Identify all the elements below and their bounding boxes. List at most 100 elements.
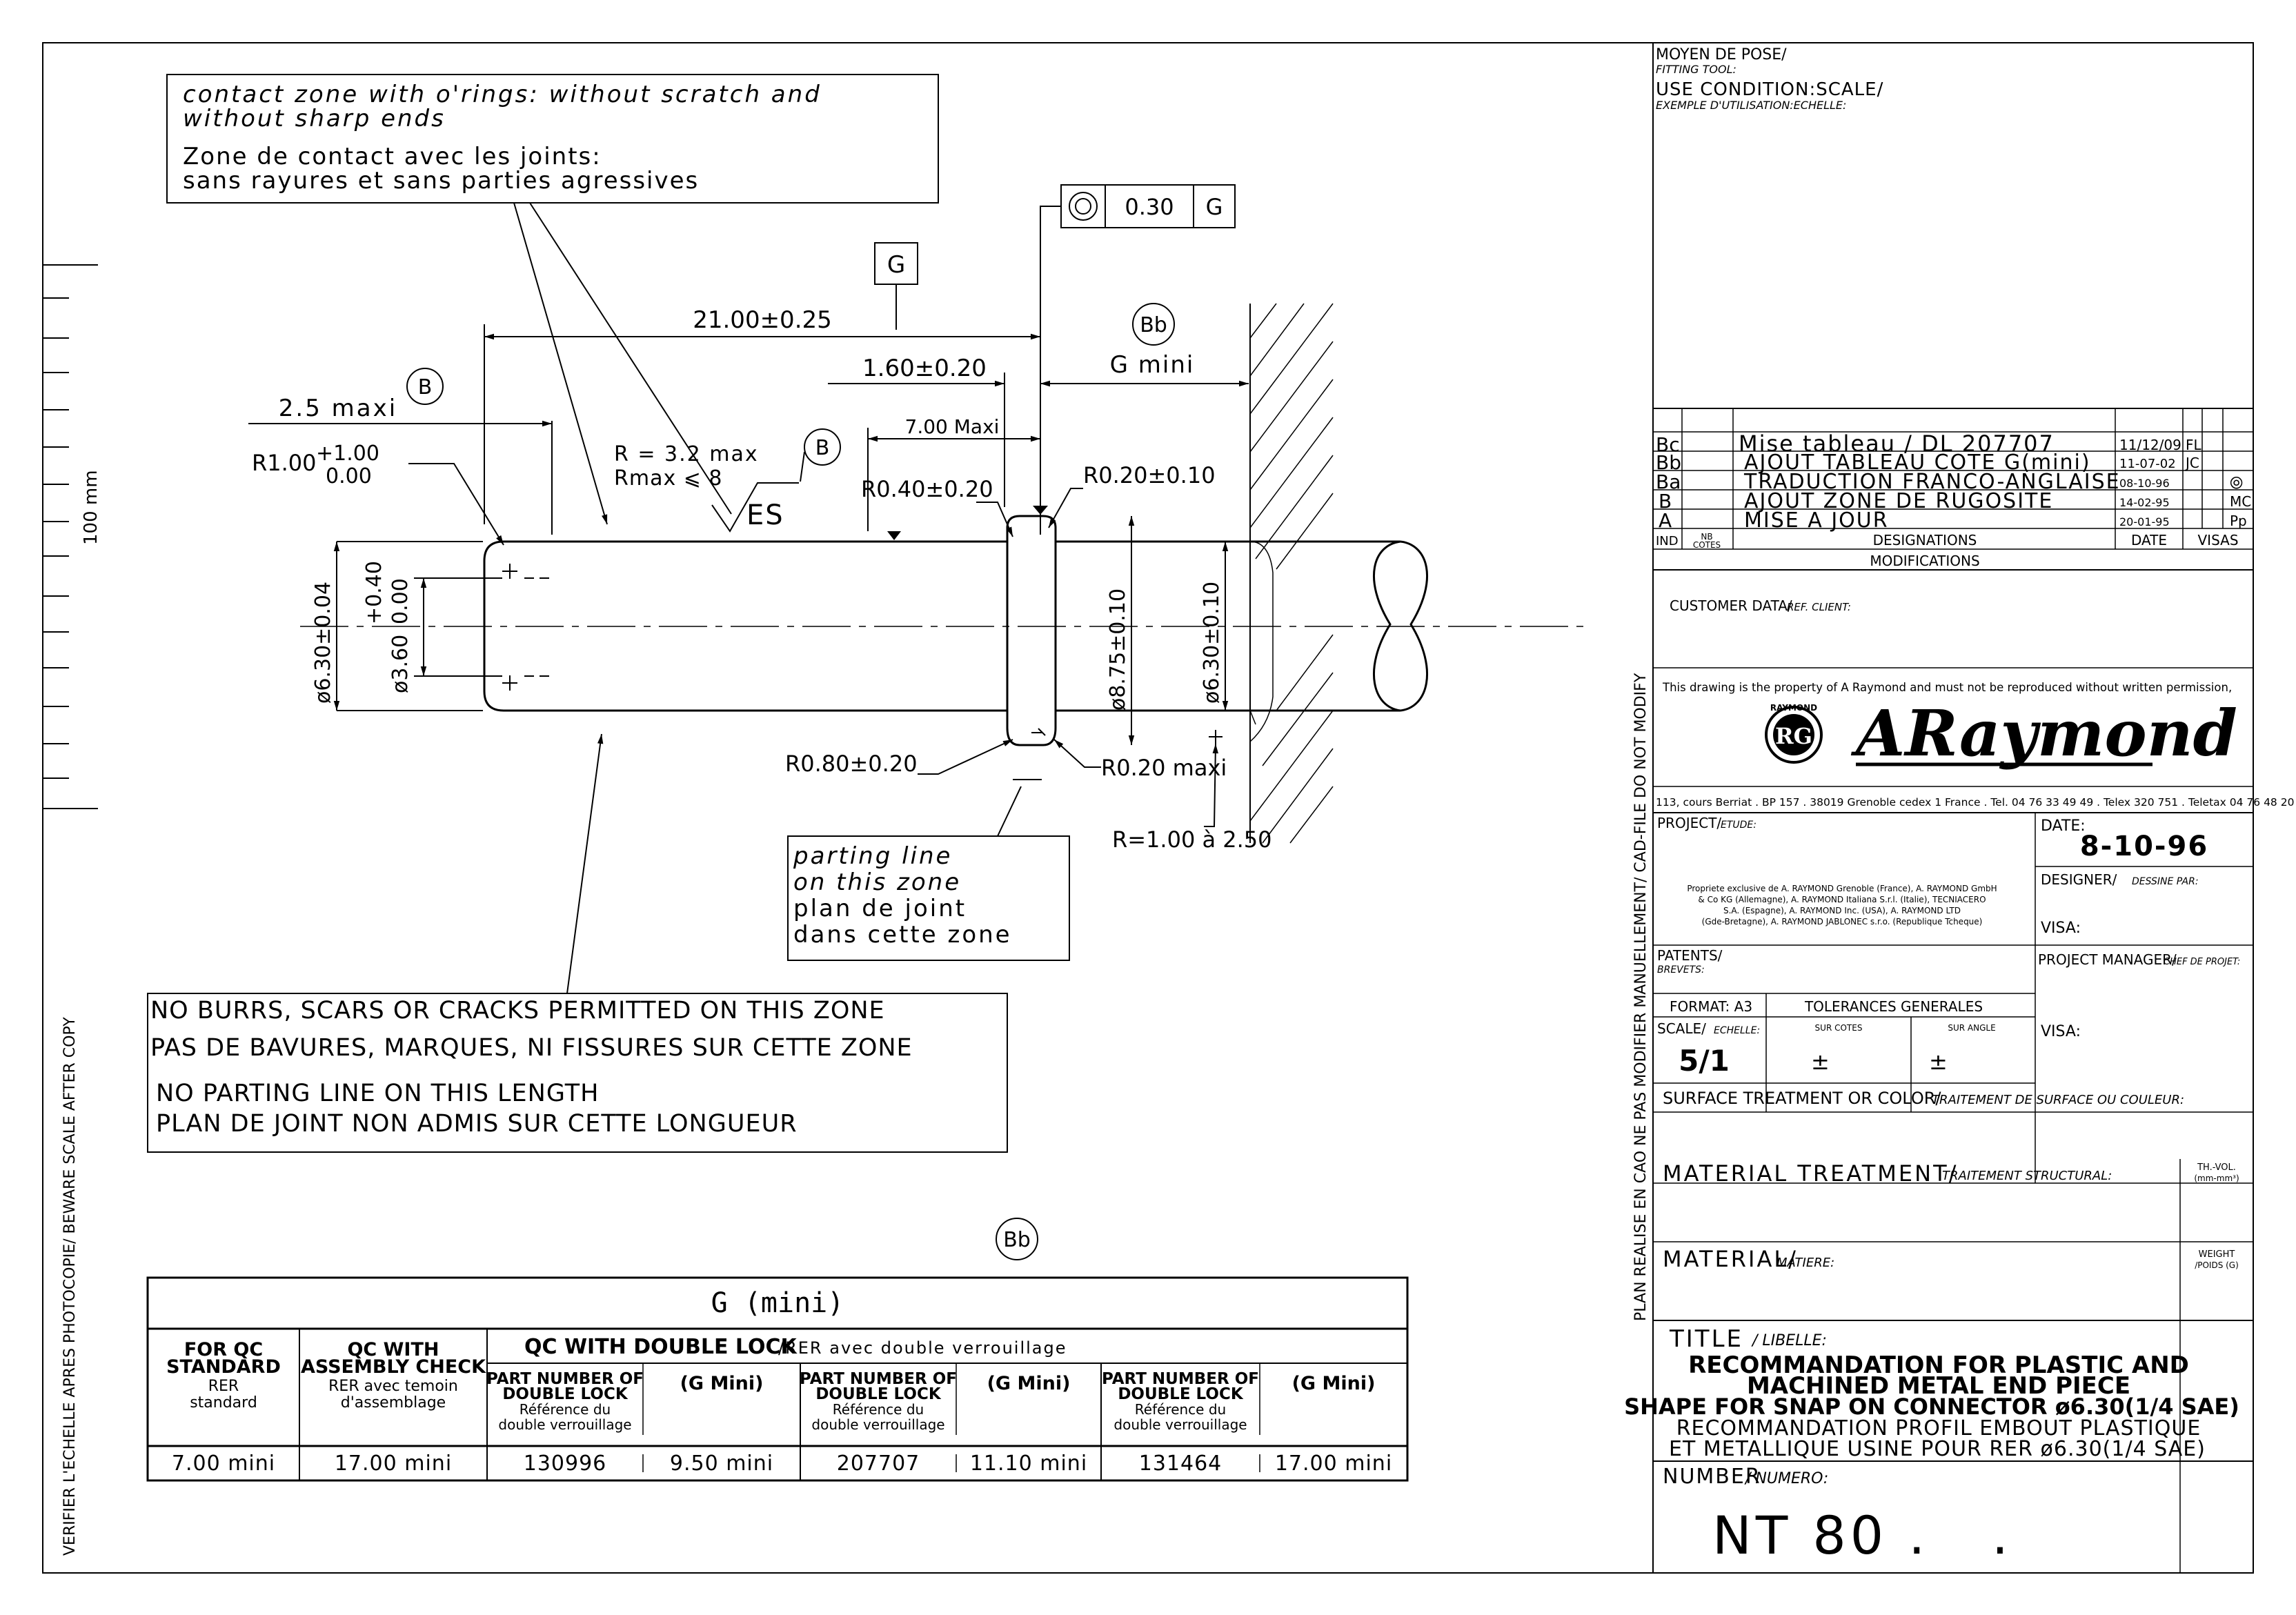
noparting-note-en: NO PARTING LINE ON THIS LENGTH bbox=[156, 1080, 599, 1107]
col-double-lock-sub: /RER avec double verrouillage bbox=[778, 1338, 1067, 1358]
g-mini-table: G (mini) FOR QC STANDARD RER standard QC… bbox=[146, 1276, 1409, 1482]
dim-d360: ø3.60 bbox=[388, 635, 413, 693]
roughness-es: ES bbox=[746, 499, 784, 531]
dim-groove-position: 1.60±0.20 bbox=[862, 355, 987, 382]
rev-visa: FL bbox=[2186, 437, 2202, 453]
burrs-note: NO BURRS, SCARS OR CRACKS PERMITTED ON T… bbox=[147, 993, 1008, 1153]
dim-r080: R0.80±0.20 bbox=[785, 751, 918, 777]
pn-head-1d: double verrouillage bbox=[498, 1416, 631, 1433]
rev-visa: JC bbox=[2184, 455, 2199, 471]
rev-head-visas: VISAS bbox=[2197, 532, 2238, 548]
dim-r100-250: R=1.00 à 2.50 bbox=[1112, 826, 1272, 853]
cad-file-note: PLAN REALISE EN CAO NE PAS MODIFIER MANU… bbox=[1632, 673, 1650, 1321]
rev-date: 11/12/09 bbox=[2119, 437, 2181, 453]
surface-treatment-label: SURFACE TREATMENT OR COLOR/ bbox=[1663, 1089, 1941, 1108]
table-cell: 131464 bbox=[1139, 1451, 1223, 1476]
contact-zone-note: contact zone with o'rings: without scrat… bbox=[166, 74, 939, 204]
parting-line-note: parting line on this zone plan de joint … bbox=[787, 835, 1070, 961]
rev-desc: AJOUT TABLEAU COTE G(mini) bbox=[1744, 450, 2091, 475]
date-value: 8-10-96 bbox=[2080, 831, 2208, 862]
col-assembly-1: QC WITH bbox=[347, 1339, 439, 1360]
exclusive-property-2: & Co KG (Allemagne), A. RAYMOND Italiana… bbox=[1698, 895, 1986, 904]
rev-ind: Bc bbox=[1656, 433, 1680, 456]
title-line-4: RECOMMANDATION PROFIL EMBOUT PLASTIQUE bbox=[1676, 1416, 2201, 1440]
wall-hatching bbox=[1249, 303, 1334, 844]
number-label: NUMBER bbox=[1663, 1465, 1761, 1489]
table-cell: 17.00 mini bbox=[1275, 1451, 1392, 1476]
datum-g-label: G bbox=[887, 251, 905, 279]
araymond-wordmark: ARaymond bbox=[1850, 696, 2237, 771]
pn-head-3a: PART NUMBER OF bbox=[1102, 1370, 1259, 1388]
scale-label-fr: ECHELLE: bbox=[1714, 1025, 1760, 1036]
gmini-head-1: (G Mini) bbox=[680, 1373, 764, 1394]
dim-r040: R0.40±0.20 bbox=[861, 476, 993, 502]
scale-label-tb: SCALE/ bbox=[1657, 1020, 1706, 1037]
table-cell: 9.50 mini bbox=[670, 1451, 773, 1476]
tolerances-label: TOLERANCES GENERALES bbox=[1804, 998, 1983, 1015]
pn-head-1a: PART NUMBER OF bbox=[486, 1370, 644, 1388]
scale-value: 5/1 bbox=[1679, 1044, 1730, 1078]
col-assembly-4: d'assemblage bbox=[341, 1394, 446, 1411]
pn-head-1c: Référence du bbox=[519, 1401, 611, 1418]
exclusive-property-3: S.A. (Espagne), A. RAYMOND Inc. (USA), A… bbox=[1723, 906, 1961, 915]
rev-ind: Bb bbox=[1656, 451, 1681, 474]
pn-head-3d: double verrouillage bbox=[1114, 1416, 1247, 1433]
parting-note-2: on this zone bbox=[793, 869, 961, 896]
g-table-title: G (mini) bbox=[711, 1287, 844, 1319]
dim-r100-tol-down: 0.00 bbox=[326, 464, 372, 488]
rev-date: 11-07-02 bbox=[2119, 457, 2176, 471]
rev-ind: A bbox=[1659, 509, 1672, 532]
customer-data-label: CUSTOMER DATA/ bbox=[1670, 597, 1792, 614]
title-label-fr: / LIBELLE: bbox=[1751, 1332, 1827, 1349]
thvol-label-2: (mm-mm³) bbox=[2194, 1173, 2239, 1183]
rev-head-date: DATE bbox=[2131, 532, 2167, 548]
format-label: FORMAT: A3 bbox=[1670, 998, 1752, 1015]
table-cell: 17.00 mini bbox=[335, 1451, 452, 1476]
dim-r020-top: R0.20±0.10 bbox=[1083, 462, 1216, 488]
material-treatment-label: MATERIAL TREATMENT/ bbox=[1663, 1160, 1958, 1187]
rev-desc: MISE A JOUR bbox=[1744, 508, 1889, 533]
material-label-fr: MATIERE: bbox=[1777, 1256, 1834, 1270]
weight-label-1: WEIGHT bbox=[2199, 1249, 2235, 1260]
parting-marker-left bbox=[887, 531, 901, 540]
use-condition-sub: EXEMPLE D'UTILISATION:ECHELLE: bbox=[1656, 99, 1846, 112]
contact-note-fr-1: Zone de contact avec les joints: bbox=[183, 143, 602, 170]
contact-note-en-1: contact zone with o'rings: without scrat… bbox=[183, 81, 822, 108]
drawing-number: NT 80 . . bbox=[1712, 1505, 2012, 1566]
tolerance-angle-sign: ± bbox=[1929, 1049, 1948, 1075]
pn-head-2d: double verrouillage bbox=[811, 1416, 944, 1433]
dim-2-5-maxi: 2.5 maxi bbox=[279, 395, 397, 422]
rev-ind: B bbox=[1659, 490, 1672, 513]
title-label: TITLE bbox=[1669, 1325, 1743, 1353]
col-for-qc-4: standard bbox=[190, 1394, 257, 1411]
bubble-b-left-label: B bbox=[418, 375, 433, 399]
contact-note-fr-2: sans rayures et sans parties agressives bbox=[183, 167, 699, 195]
rev-head-ind: IND bbox=[1656, 534, 1679, 548]
parting-marker-top bbox=[1033, 506, 1048, 515]
col-for-qc-1: FOR QC bbox=[184, 1339, 263, 1360]
sur-angle-label: SUR ANGLE bbox=[1948, 1023, 1995, 1033]
rev-head-designations: DESIGNATIONS bbox=[1873, 532, 1977, 548]
dim-d630: ø6.30±0.04 bbox=[311, 582, 335, 704]
contact-leader-1 bbox=[513, 202, 608, 525]
visa-stamp-icon: ⦾ bbox=[2230, 473, 2243, 493]
burrs-note-fr: PAS DE BAVURES, MARQUES, NI FISSURES SUR… bbox=[150, 1034, 913, 1062]
patents-label: PATENTS/ bbox=[1657, 947, 1723, 964]
roughness-rmax: Rmax ⩽ 8 bbox=[614, 466, 723, 491]
title-line-5: ET METALLIQUE USINE POUR RER ø6.30(1/4 S… bbox=[1669, 1437, 2206, 1461]
noparting-note-fr: PLAN DE JOINT NON ADMIS SUR CETTE LONGUE… bbox=[156, 1110, 798, 1138]
project-label-fr: ETUDE: bbox=[1721, 820, 1756, 831]
customer-ref-label: REF. CLIENT: bbox=[1787, 601, 1851, 613]
pn-head-2a: PART NUMBER OF bbox=[800, 1370, 957, 1388]
scale-label: 100 mm bbox=[81, 470, 101, 545]
dim-r100-tol-up: +1.00 bbox=[316, 442, 379, 466]
parting-note-1: parting line bbox=[793, 842, 952, 870]
visa-label-2: VISA: bbox=[2041, 1023, 2081, 1040]
project-manager-label-fr: CHEF DE PROJET: bbox=[2164, 957, 2240, 967]
weight-label-2: /POIDS (G) bbox=[2195, 1260, 2239, 1270]
logo-seal-mark: RG bbox=[1775, 723, 1812, 749]
table-cell: 130996 bbox=[524, 1451, 607, 1476]
modifications-label: MODIFICATIONS bbox=[1870, 553, 1979, 569]
dim-total-length: 21.00±0.25 bbox=[693, 306, 832, 334]
